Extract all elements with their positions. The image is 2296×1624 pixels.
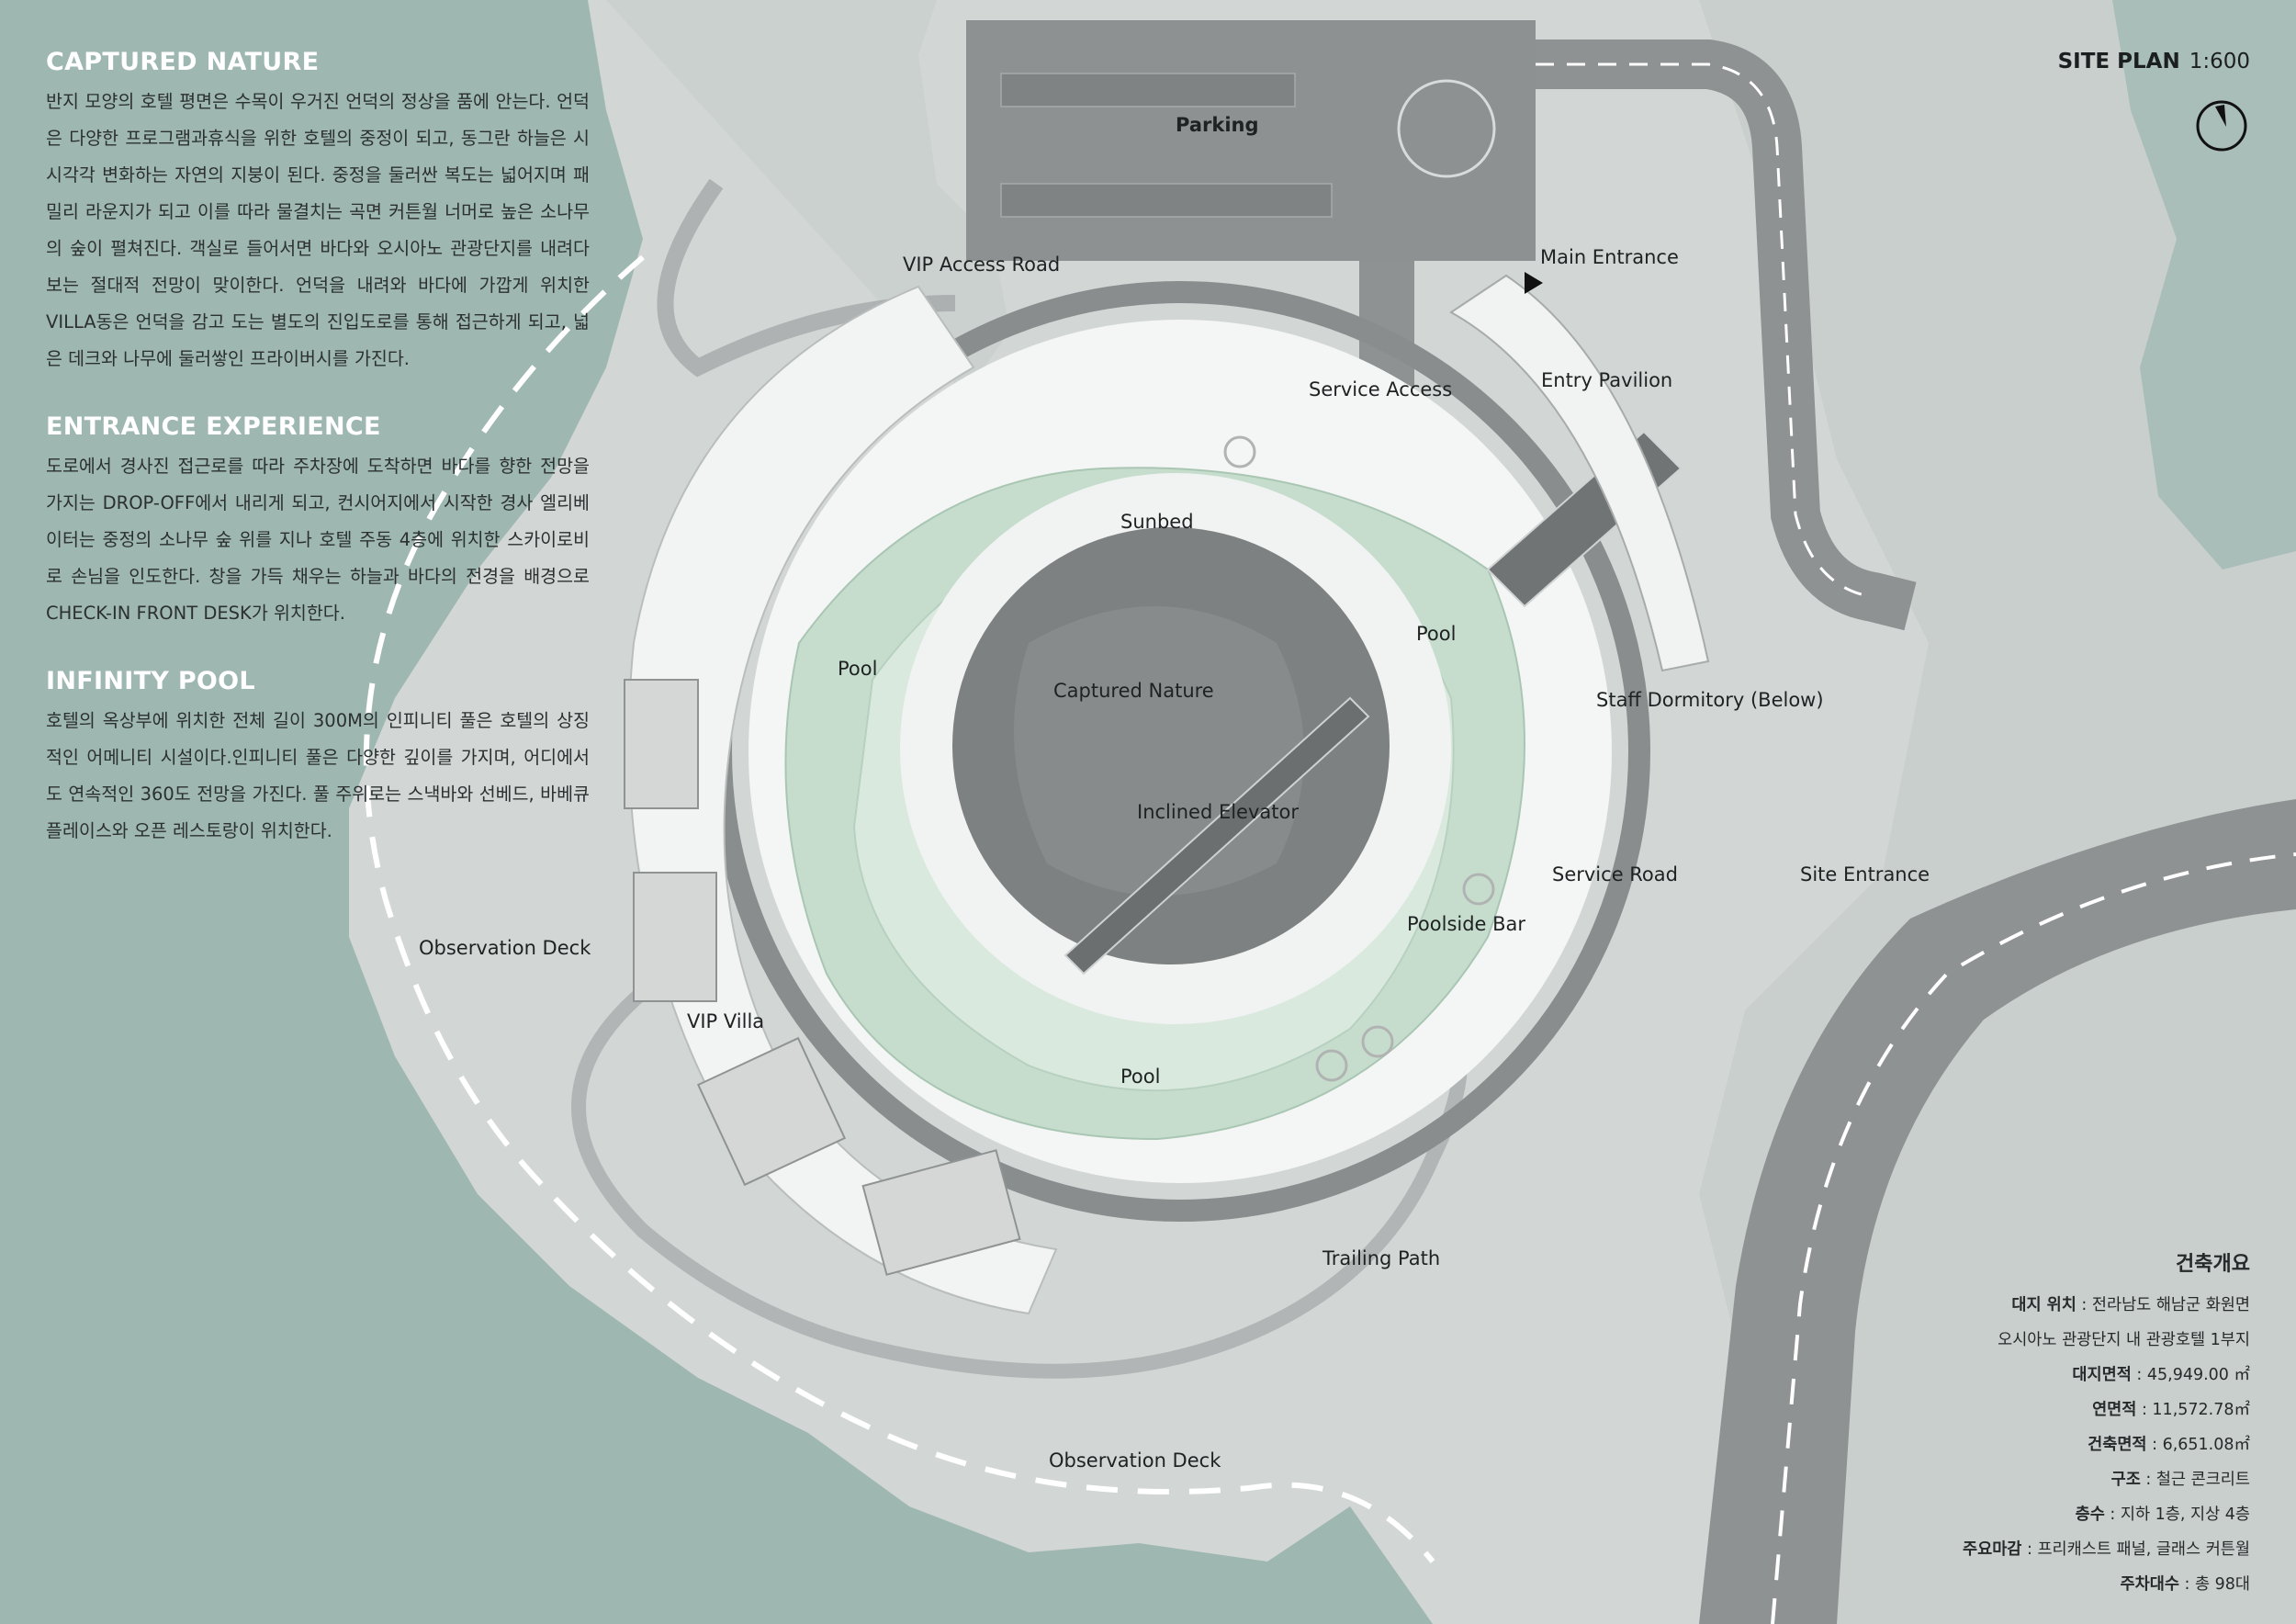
summary-value: 11,572.78㎡ [2152, 1401, 2250, 1419]
building-summary: 건축개요 대지 위치 : 전라남도 해남군 화원면 오시아노 관광단지 내 관광… [1963, 1247, 2250, 1602]
summary-label: 대지면적 [2072, 1366, 2132, 1384]
sea-inlet [2112, 0, 2296, 570]
summary-label: 주요마감 [1963, 1540, 2022, 1559]
summary-row-floor-area: 연면적 : 11,572.78㎡ [2092, 1401, 2250, 1419]
summary-value: 6,651.08㎡ [2162, 1436, 2250, 1454]
summary-label: 주차대수 [2120, 1575, 2179, 1594]
site-road-dash [1771, 852, 2296, 1624]
summary-row-site-area: 대지면적 : 45,949.00 ㎡ [2072, 1366, 2250, 1384]
summary-title: 건축개요 [2176, 1253, 2250, 1276]
north-arrow-icon [2196, 100, 2247, 152]
section-body: 호텔의 옥상부에 위치한 전체 길이 300M의 인피니티 풀은 호텔의 상징적… [46, 710, 590, 841]
summary-row-site-location-2: 오시아노 관광단지 내 관광호텔 1부지 [1963, 1323, 2250, 1358]
site-plan-title: SITE PLAN 1:600 [2058, 50, 2250, 73]
main-road-dash [1536, 62, 1874, 599]
label-observation-deck-bottom: Observation Deck [1049, 1449, 1221, 1472]
summary-row-site-location: 대지 위치 : 전라남도 해남군 화원면 [2011, 1296, 2250, 1314]
summary-value: 지하 1층, 지상 4층 [2120, 1506, 2250, 1524]
label-parking: Parking [1176, 114, 1259, 136]
label-captured-nature: Captured Nature [1053, 680, 1214, 702]
site-plan-heading: SITE PLAN [2057, 50, 2180, 73]
label-site-entrance: Site Entrance [1800, 863, 1930, 885]
deck-feature [1315, 1049, 1348, 1082]
label-pool-right: Pool [1416, 623, 1457, 645]
summary-row-finish: 주요마감 : 프리캐스트 패널, 글래스 커튼월 [1963, 1540, 2250, 1559]
section-title: INFINITY POOL [46, 667, 255, 695]
section-entrance-experience: ENTRANCE EXPERIENCE 도로에서 경사진 접근로를 따라 주차장… [46, 412, 590, 632]
site-road [1699, 799, 2296, 1624]
summary-value: 전라남도 해남군 화원면 [2091, 1296, 2250, 1314]
summary-row-parking: 주차대수 : 총 98대 [2120, 1575, 2250, 1594]
summary-value: 45,949.00 ㎡ [2146, 1366, 2250, 1384]
courtyard-texture [1014, 606, 1304, 896]
label-main-entrance: Main Entrance [1540, 246, 1679, 268]
label-sunbed: Sunbed [1120, 511, 1194, 533]
summary-row-floors: 층수 : 지하 1층, 지상 4층 [2075, 1506, 2250, 1524]
summary-value: 오시아노 관광단지 내 관광호텔 1부지 [1998, 1331, 2250, 1349]
label-service-road: Service Road [1552, 863, 1678, 885]
villa-units [624, 679, 1021, 1276]
section-body: 도로에서 경사진 접근로를 따라 주차장에 도착하면 바다를 향한 전망을 가지… [46, 456, 590, 624]
perimeter-road [363, 254, 1435, 1563]
label-pool-bottom: Pool [1120, 1066, 1161, 1088]
summary-value: 철근 콘크리트 [2155, 1471, 2250, 1489]
label-vip-access-road: VIP Access Road [903, 254, 1061, 276]
label-pool-left: Pool [838, 658, 878, 680]
deck-feature [1223, 435, 1256, 468]
villa-arc [627, 285, 1058, 1315]
summary-row-building-area: 건축면적 : 6,651.08㎡ [2088, 1436, 2250, 1454]
summary-value: 총 98대 [2194, 1575, 2250, 1594]
label-entry-pavilion: Entry Pavilion [1541, 369, 1673, 391]
summary-label: 층수 [2075, 1506, 2105, 1524]
section-title: CAPTURED NATURE [46, 48, 320, 76]
description-panel: CAPTURED NATURE 반지 모양의 호텔 평면은 수목이 우거진 언덕… [46, 48, 590, 885]
summary-row-structure: 구조 : 철근 콘크리트 [2110, 1471, 2250, 1489]
deck-feature [1361, 1025, 1394, 1058]
deck-feature [1462, 873, 1495, 906]
drop-off-circle [1397, 79, 1496, 178]
parking-lot [966, 20, 1536, 261]
summary-label: 대지 위치 [2011, 1296, 2077, 1314]
label-vip-villa: VIP Villa [687, 1010, 765, 1032]
summary-label: 연면적 [2092, 1401, 2137, 1419]
label-observation-deck-left: Observation Deck [419, 937, 591, 959]
summary-value: 프리캐스트 패널, 글래스 커튼월 [2037, 1540, 2250, 1559]
section-title: ENTRANCE EXPERIENCE [46, 412, 381, 441]
main-entrance-arrow [1525, 272, 1543, 294]
section-body: 반지 모양의 호텔 평면은 수목이 우거진 언덕의 정상을 품에 안는다. 언덕… [46, 91, 590, 369]
section-infinity-pool: INFINITY POOL 호텔의 옥상부에 위치한 전체 길이 300M의 인… [46, 667, 590, 850]
label-staff-dormitory: Staff Dormitory (Below) [1596, 689, 1824, 711]
summary-label: 건축면적 [2088, 1436, 2147, 1454]
label-service-access: Service Access [1309, 378, 1453, 400]
site-plan-scale: 1:600 [2189, 50, 2250, 73]
section-captured-nature: CAPTURED NATURE 반지 모양의 호텔 평면은 수목이 우거진 언덕… [46, 48, 590, 378]
label-inclined-elevator: Inclined Elevator [1137, 801, 1299, 823]
label-trailing-path: Trailing Path [1322, 1247, 1441, 1269]
entry-pavilion [1449, 274, 1710, 672]
label-poolside-bar: Poolside Bar [1407, 913, 1526, 935]
summary-label: 구조 [2110, 1471, 2141, 1489]
inclined-elevator [1064, 696, 1370, 976]
trail-loop [571, 986, 1468, 1379]
